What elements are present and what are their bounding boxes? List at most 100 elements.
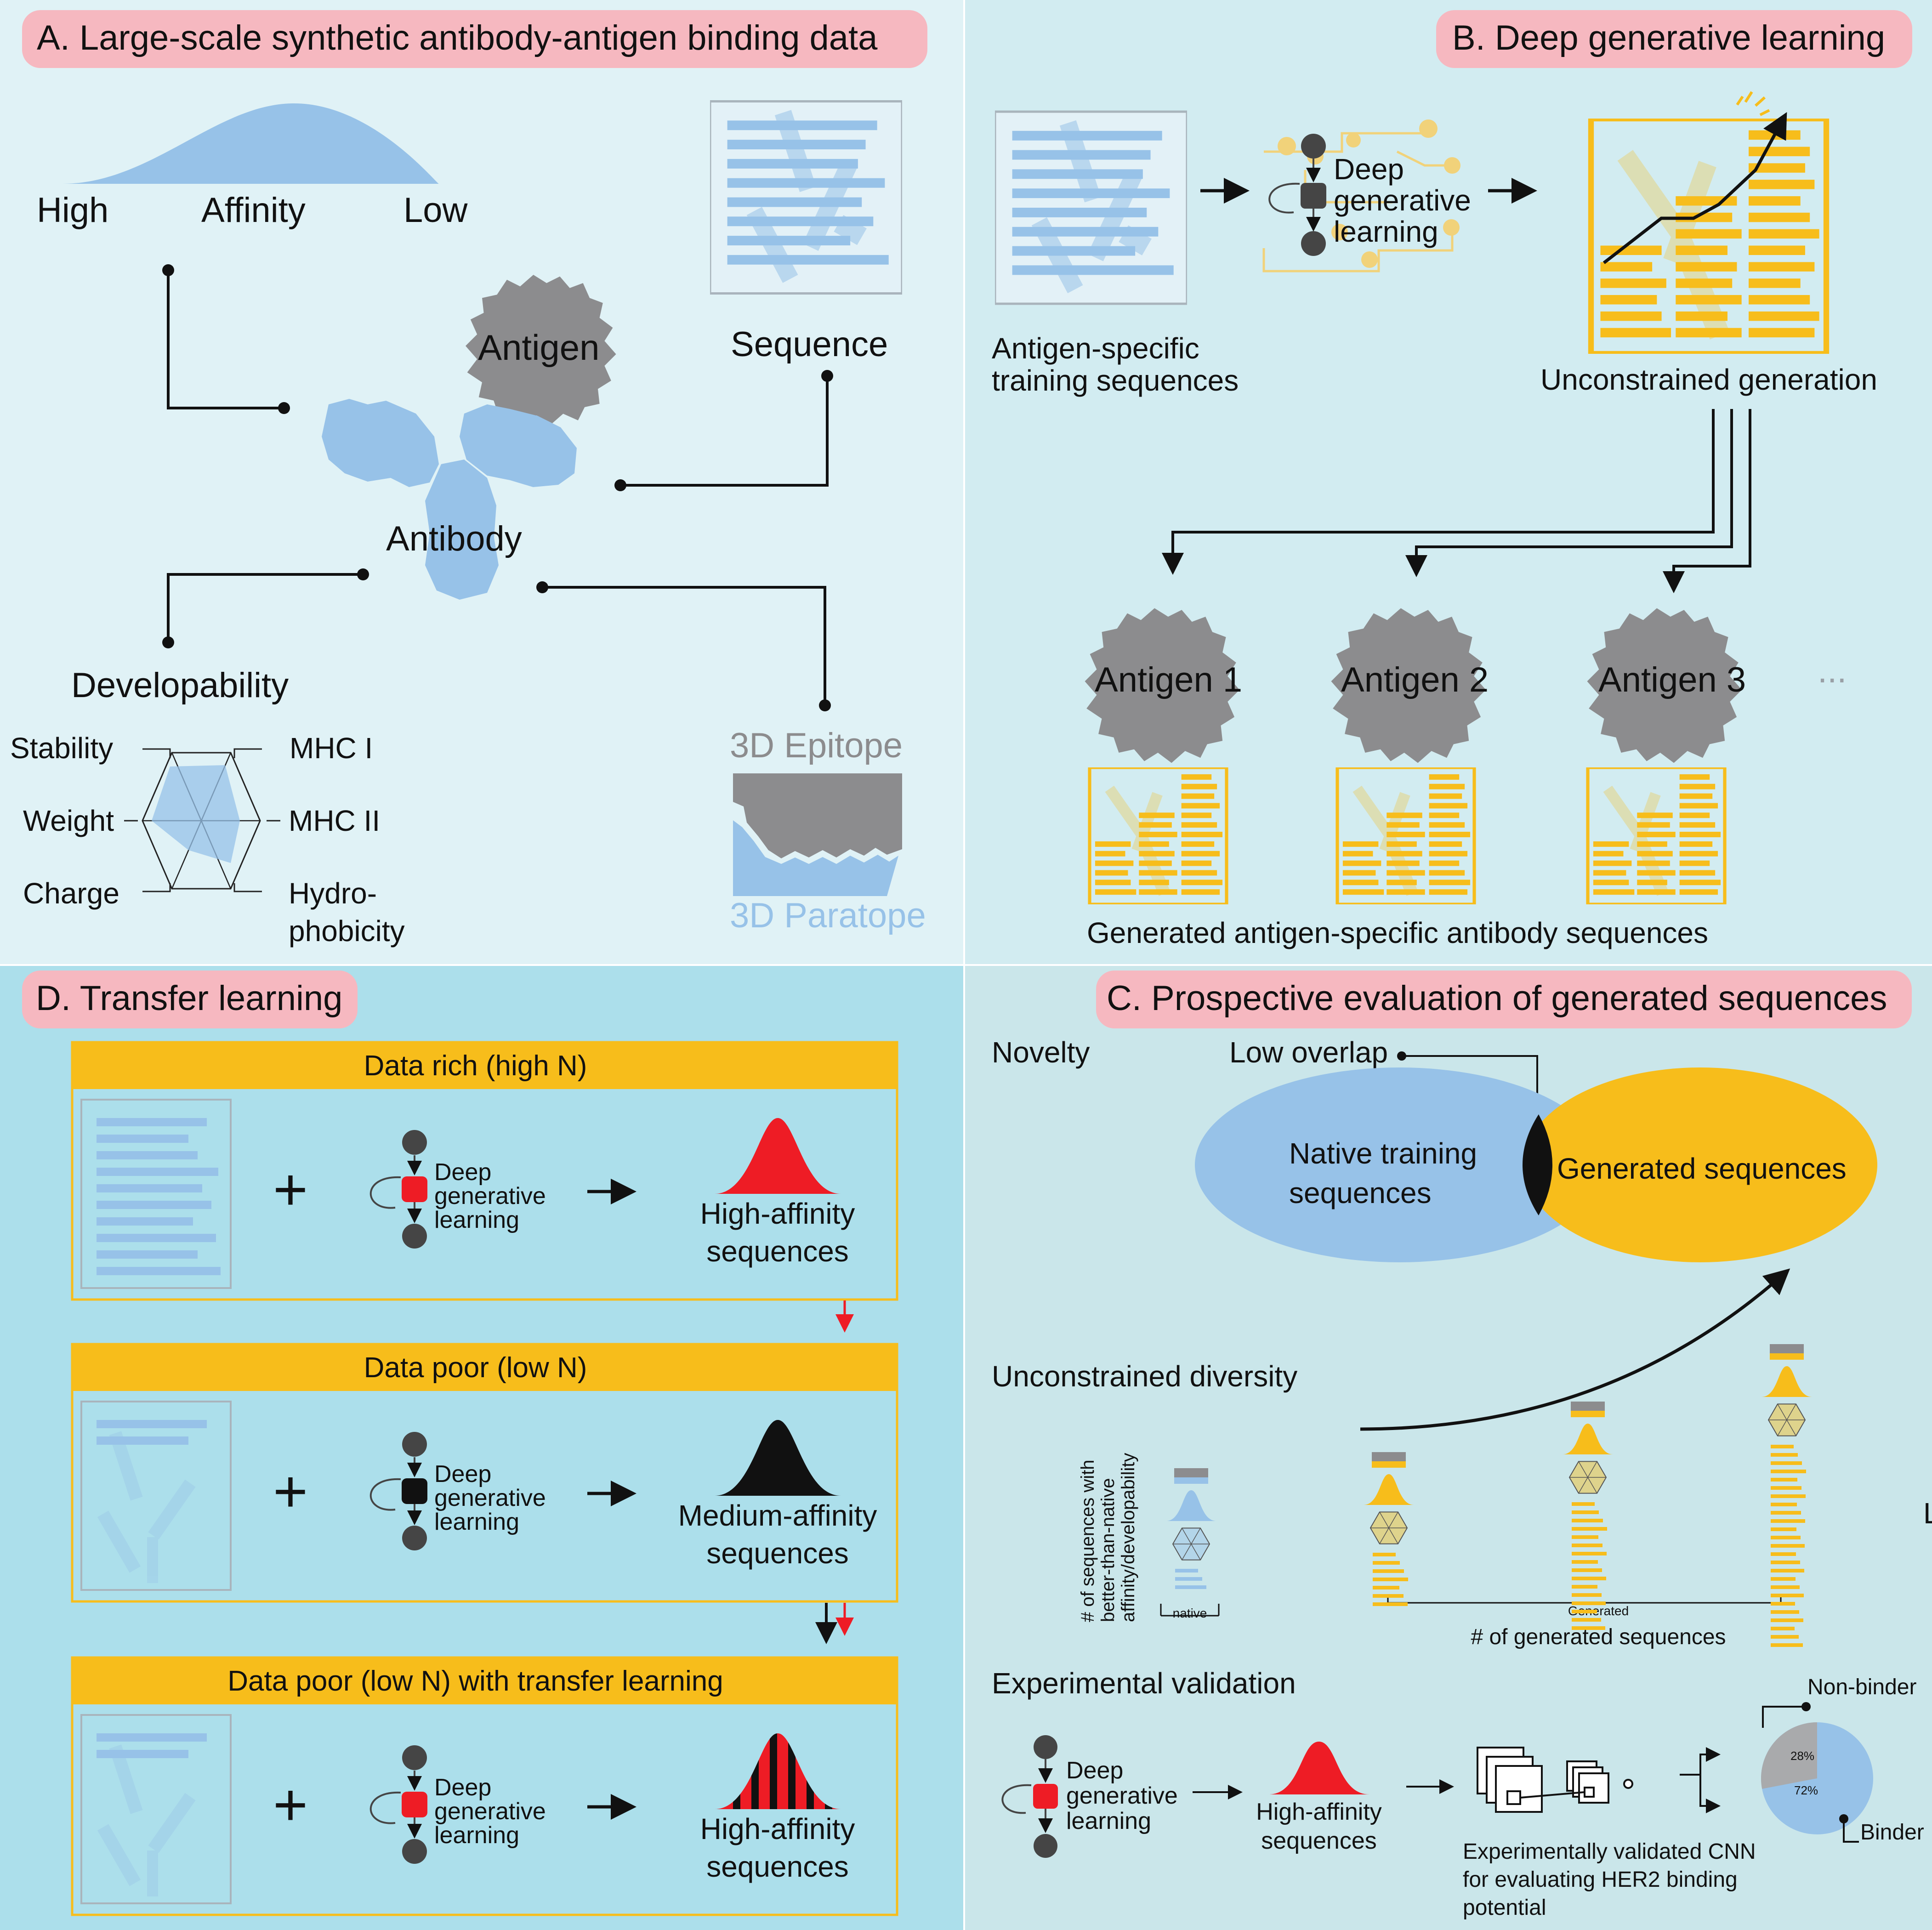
radar-weight-label: Weight — [23, 804, 114, 837]
sequence-label: Sequence — [731, 325, 888, 364]
transfer-box-1: Data rich (high N)+Deepgenerativelearnin… — [71, 1041, 898, 1301]
cnn-icon — [1477, 1747, 1633, 1813]
connector-dot — [162, 264, 174, 276]
epitope-label: 3D Epitope — [730, 726, 903, 765]
validation-ha-label-2: sequences — [1261, 1828, 1377, 1854]
pie-nonbinder-slice — [1761, 1722, 1817, 1789]
split-arrows — [1680, 1747, 1721, 1813]
output-label-1: High-affinity — [700, 1197, 855, 1230]
transfer-box-2: Data poor (low N) + Deepgenerativelearning… — [71, 1343, 898, 1603]
connector-dot — [821, 370, 833, 382]
experimental-validation-label: Experimental validation — [992, 1667, 1296, 1700]
affinity-distribution-curve — [62, 103, 439, 184]
panel-d: D. Transfer learning Data rich (high N) +… — [22, 971, 898, 1916]
plus-sign: + — [273, 1458, 308, 1525]
diversity-label: Unconstrained diversity — [992, 1360, 1297, 1393]
native-ellipse-label-1: Native training — [1289, 1137, 1477, 1170]
binder-connector — [1843, 1819, 1859, 1843]
transfer-box-header-label: Data rich (high N) — [364, 1050, 587, 1082]
overlap-region — [1523, 1114, 1552, 1215]
training-sequences-document — [995, 112, 1187, 304]
model-label: learning — [434, 1822, 519, 1849]
antigen-1-label: Antigen 1 — [1095, 660, 1242, 699]
sequence-connector — [620, 376, 829, 487]
output-distribution — [715, 1118, 841, 1194]
antibody-structure — [322, 399, 577, 600]
generative-model-icon — [1262, 119, 1460, 272]
connector-dot — [819, 699, 831, 711]
connector-dot — [357, 568, 369, 580]
training-document — [80, 1714, 232, 1904]
transfer-box-3: Data poor (low N) with transfer learning… — [71, 1656, 898, 1916]
growth-arrow — [1602, 112, 1787, 264]
panel-b-title: B. Deep generative learning — [1452, 18, 1885, 57]
affinity-high-label: High — [37, 191, 108, 230]
output-label-2: sequences — [706, 1537, 849, 1570]
radar-hydro-label-2: phobicity — [289, 914, 405, 948]
generated-ellipse-label: Generated sequences — [1557, 1152, 1847, 1185]
training-label-2: training sequences — [992, 364, 1239, 397]
transfer-box-header-label: Data poor (low N) with transfer learning — [227, 1665, 723, 1697]
connector-dot — [278, 402, 290, 414]
output-label-2: sequences — [706, 1235, 849, 1268]
truncated-letter: L — [1923, 1497, 1932, 1530]
training-document — [80, 1401, 232, 1591]
connector-dot — [536, 581, 548, 593]
panel-b: B. Deep generative learning Antigen-spec… — [992, 10, 1912, 949]
generated-sequences-caption: Generated antigen-specific antibody sequ… — [1087, 916, 1708, 949]
developability-label: Developability — [71, 666, 289, 705]
pie-nonbinder-percent: 28% — [1790, 1749, 1814, 1763]
more-antigens-ellipsis: ... — [1818, 651, 1847, 690]
diversity-ylabel-1: # of sequences with — [1078, 1459, 1098, 1622]
affinity-label: Affinity — [201, 191, 306, 230]
radar-mhc1-label: MHC I — [290, 732, 373, 765]
panel-a-title-pill — [22, 10, 927, 68]
radar-charge-label: Charge — [23, 877, 119, 910]
nonbinder-label: Non-binder — [1807, 1675, 1916, 1699]
model-label: learning — [434, 1509, 519, 1535]
generated-ellipse — [1523, 1067, 1877, 1262]
output-label-1: Medium-affinity — [678, 1499, 877, 1532]
diversity-y-axis-title: # of sequences with better-than-native a… — [1078, 1453, 1138, 1622]
model-label: learning — [434, 1207, 519, 1233]
validation-distribution — [1268, 1742, 1369, 1794]
training-document — [80, 1099, 232, 1289]
diversity-ylabel-2: better-than-native — [1098, 1478, 1118, 1622]
output-label-2: sequences — [706, 1850, 849, 1883]
model-label: generative — [434, 1485, 546, 1511]
panel-d-title: D. Transfer learning — [36, 979, 342, 1018]
plus-sign: + — [273, 1156, 308, 1223]
routing-arrows — [1162, 409, 1751, 593]
radar-stability-label: Stability — [10, 732, 113, 765]
affinity-connector — [167, 270, 284, 409]
connector-dot — [1839, 1814, 1848, 1823]
transfer-box-header — [72, 1042, 897, 1089]
model-label: Deep — [434, 1461, 491, 1487]
antigen-3-label: Antigen 3 — [1598, 660, 1746, 699]
native-ellipse — [1195, 1067, 1604, 1262]
plus-sign: + — [273, 1771, 308, 1838]
validation-model-label-2: generative — [1066, 1782, 1178, 1809]
validation-model-label-3: learning — [1066, 1808, 1151, 1834]
paratope-surface — [733, 820, 898, 896]
panel-c-title-pill — [1096, 971, 1912, 1028]
antigen-label: Antigen — [478, 327, 600, 368]
validation-model-label-1: Deep — [1066, 1757, 1123, 1784]
radar-hydro-label-1: Hydro- — [289, 877, 377, 910]
transfer-box-header — [72, 1344, 897, 1391]
generated-stack-large — [1762, 1344, 1812, 1647]
cnn-caption-1: Experimentally validated CNN — [1463, 1839, 1756, 1864]
diversity-ylabel-3: affinity/developability — [1118, 1453, 1138, 1622]
transfer-box-header-label: Data poor (low N) — [364, 1352, 587, 1384]
panel-d-title-pill — [22, 971, 358, 1028]
model-icon — [369, 1745, 427, 1864]
epitope-surface — [733, 773, 902, 858]
connector-dot — [1801, 1702, 1811, 1711]
cnn-caption-2: for evaluating HER2 binding — [1463, 1868, 1738, 1892]
output-distribution — [715, 1420, 841, 1496]
developability-radar — [124, 748, 280, 892]
generated-stack-small — [1364, 1452, 1414, 1606]
nonbinder-connector — [1762, 1706, 1806, 1728]
